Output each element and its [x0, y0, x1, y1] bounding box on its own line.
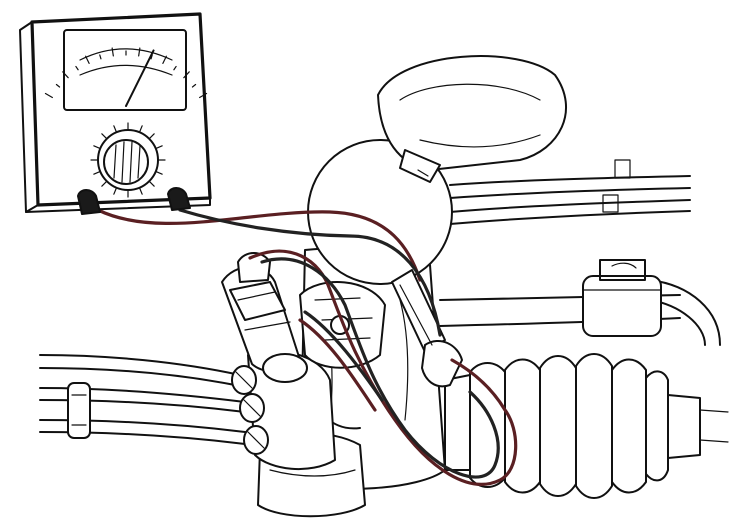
meter-scale-ticks — [44, 47, 208, 99]
cap-collar — [399, 149, 441, 183]
meter-scale-tick — [138, 47, 141, 57]
hose-clamp — [67, 382, 91, 439]
range-selector-tick — [101, 181, 107, 187]
meter-scale-tick — [55, 83, 61, 88]
lead-negative — [178, 208, 442, 337]
meter-scale-tick — [44, 92, 53, 99]
meter-scale-tick — [183, 71, 190, 79]
meter-jack-positive[interactable] — [77, 189, 101, 215]
meter-body-side — [19, 21, 39, 213]
range-selector-knob[interactable] — [103, 139, 149, 185]
upper-right-pipes — [449, 159, 691, 225]
range-selector-tick — [93, 145, 100, 149]
lead-loop-1 — [248, 249, 518, 486]
range-selector-tick — [113, 125, 117, 132]
meter-scale-arc-lower — [79, 64, 173, 76]
meter-scale-tick — [191, 83, 197, 88]
meter-needle — [125, 49, 155, 107]
meter-scale-tick — [173, 65, 177, 71]
pipe-clip-lower — [602, 194, 619, 213]
multimeter — [19, 12, 212, 215]
sensor-connector — [221, 252, 308, 383]
probe-lead-connector — [391, 269, 463, 388]
range-selector-ticks — [90, 122, 166, 198]
meter-scale-arc-upper — [79, 48, 173, 61]
valve-block — [231, 350, 336, 471]
meter-display-window — [63, 29, 187, 111]
probe-nut — [421, 340, 463, 388]
range-selector-tick — [149, 181, 155, 187]
meter-scale-tick — [199, 92, 208, 99]
range-selector-tick — [101, 133, 107, 139]
lead-positive — [96, 208, 422, 282]
pump-body — [307, 55, 567, 285]
range-selector-tick — [149, 133, 155, 139]
rack-bellows-boot — [444, 353, 729, 499]
pipe-coupler-body — [582, 275, 662, 337]
range-selector-tick — [156, 171, 163, 175]
meter-scale-tick — [75, 65, 79, 71]
meter-jack-negative[interactable] — [167, 187, 191, 211]
range-selector-tick — [139, 125, 143, 132]
sensor-nut — [262, 353, 308, 383]
pipe-clip-upper — [614, 159, 631, 179]
pipe-coupler-tab — [599, 259, 646, 281]
lead-loop-2 — [260, 257, 500, 479]
meter-scale-tick — [85, 55, 90, 65]
meter-scale-tick — [111, 47, 114, 57]
range-selector-tick — [113, 188, 117, 195]
meter-scale-tick — [99, 54, 102, 60]
test-leads — [96, 208, 518, 486]
range-selector-tick — [139, 188, 143, 195]
meter-scale-tick — [162, 55, 167, 65]
range-selector-tick — [93, 171, 100, 175]
meter-scale-tick — [62, 71, 69, 79]
left-hoses — [39, 354, 246, 445]
middle-right-pipe — [439, 259, 721, 346]
range-selector-tick — [156, 145, 163, 149]
